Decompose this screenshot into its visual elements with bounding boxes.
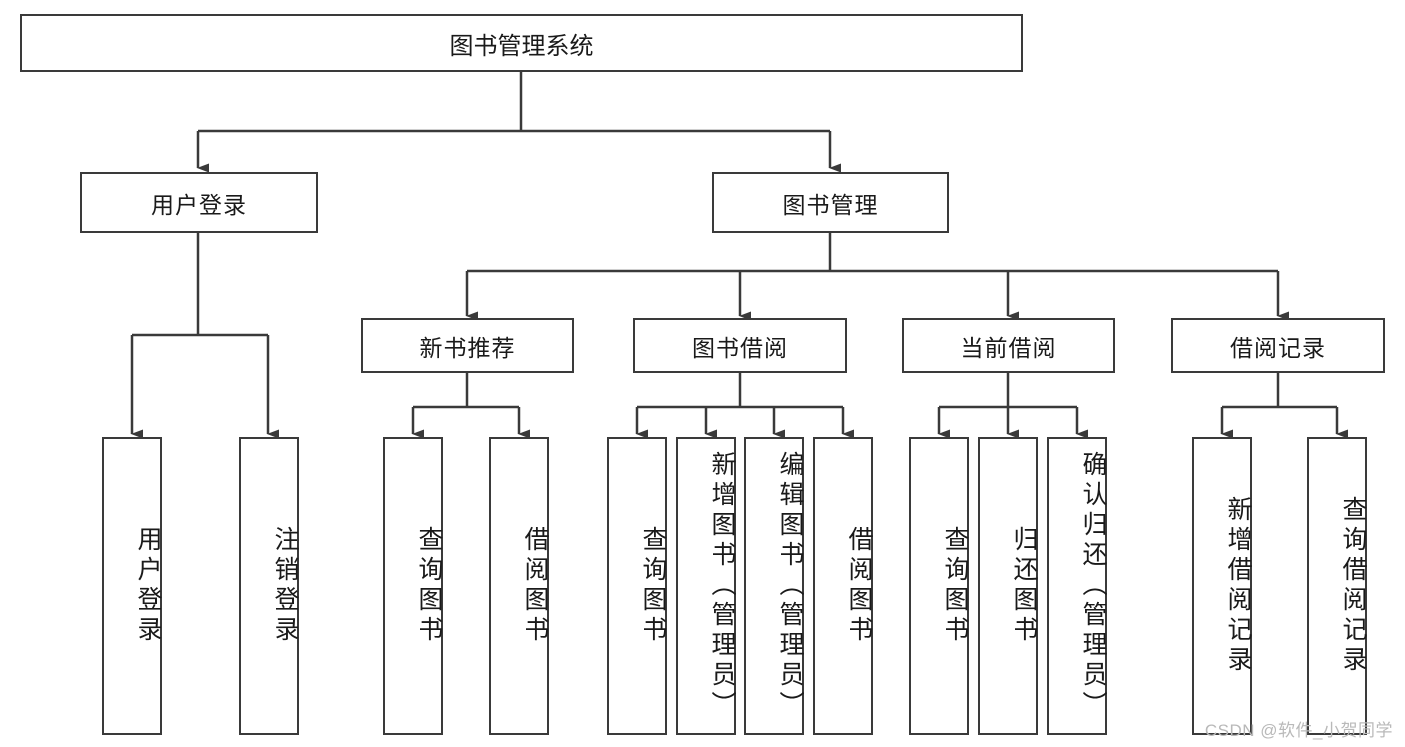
node-leaf-query-record[interactable]: 查询借阅记录 (1307, 437, 1367, 735)
node-leaf-edit-book[interactable]: 编辑图书（管理员） (744, 437, 804, 735)
node-leaf-confirm-return-label: 确认归还（管理员） (1079, 451, 1107, 721)
node-leaf-user-logout[interactable]: 注销登录 (239, 437, 299, 735)
node-book-management-label: 图书管理 (782, 191, 879, 218)
node-leaf-return-book-label: 归还图书 (1010, 526, 1038, 646)
node-new-book-recommend-label: 新书推荐 (419, 334, 516, 361)
node-leaf-query-book-2[interactable]: 查询图书 (607, 437, 667, 735)
node-root-book-management-system[interactable]: 图书管理系统 (20, 14, 1023, 72)
node-leaf-user-login[interactable]: 用户登录 (102, 437, 162, 735)
node-current-borrow[interactable]: 当前借阅 (902, 318, 1115, 373)
node-leaf-borrow-book-1[interactable]: 借阅图书 (489, 437, 549, 735)
node-leaf-return-book[interactable]: 归还图书 (978, 437, 1038, 735)
node-book-management[interactable]: 图书管理 (712, 172, 949, 233)
node-leaf-query-book-3-label: 查询图书 (941, 526, 969, 646)
node-leaf-query-book-3[interactable]: 查询图书 (909, 437, 969, 735)
node-leaf-add-record[interactable]: 新增借阅记录 (1192, 437, 1252, 735)
node-book-borrow[interactable]: 图书借阅 (633, 318, 847, 373)
node-leaf-confirm-return[interactable]: 确认归还（管理员） (1047, 437, 1107, 735)
node-leaf-edit-book-label: 编辑图书（管理员） (776, 451, 804, 721)
node-leaf-user-login-label: 用户登录 (134, 526, 162, 646)
node-leaf-user-logout-label: 注销登录 (271, 526, 299, 646)
node-leaf-add-book[interactable]: 新增图书（管理员） (676, 437, 736, 735)
node-user-login-label: 用户登录 (151, 191, 247, 218)
node-leaf-borrow-book-2-label: 借阅图书 (845, 526, 873, 646)
node-borrow-record-label: 借阅记录 (1230, 334, 1326, 361)
node-user-login[interactable]: 用户登录 (80, 172, 318, 233)
node-leaf-add-record-label: 新增借阅记录 (1224, 496, 1252, 676)
node-root-label: 图书管理系统 (449, 32, 594, 60)
node-leaf-query-book-1-label: 查询图书 (415, 526, 443, 646)
node-leaf-query-book-1[interactable]: 查询图书 (383, 437, 443, 735)
node-current-borrow-label: 当前借阅 (960, 334, 1057, 361)
node-book-borrow-label: 图书借阅 (692, 334, 788, 361)
node-borrow-record[interactable]: 借阅记录 (1171, 318, 1385, 373)
node-leaf-query-record-label: 查询借阅记录 (1339, 496, 1367, 676)
node-new-book-recommend[interactable]: 新书推荐 (361, 318, 574, 373)
node-leaf-query-book-2-label: 查询图书 (639, 526, 667, 646)
node-leaf-borrow-book-1-label: 借阅图书 (521, 526, 549, 646)
node-leaf-add-book-label: 新增图书（管理员） (708, 451, 736, 721)
node-leaf-borrow-book-2[interactable]: 借阅图书 (813, 437, 873, 735)
